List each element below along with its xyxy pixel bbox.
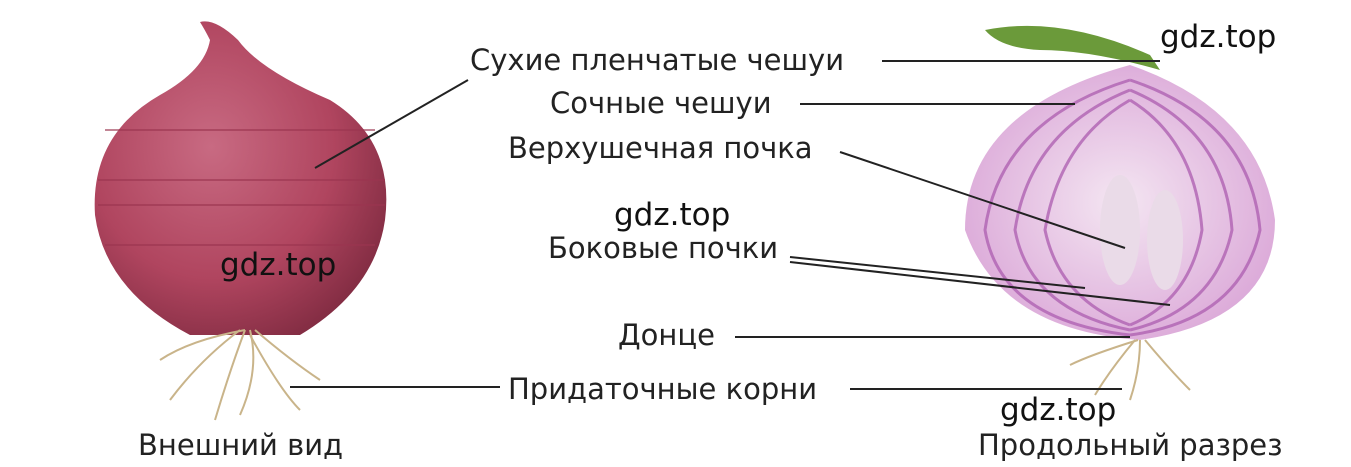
watermark: gdz.top — [1000, 392, 1117, 428]
onion-section-illustration — [965, 25, 1275, 401]
label-dry-scales: Сухие пленчатые чешуи — [470, 43, 845, 77]
leader-lines — [290, 60, 1171, 390]
watermark: gdz.top — [1160, 19, 1277, 55]
stem-icon — [985, 25, 1160, 70]
caption-external: Внешний вид — [138, 428, 344, 462]
label-apical-bud: Верхушечная почка — [508, 131, 813, 165]
roots-icon — [159, 329, 321, 421]
onion-external-illustration — [94, 21, 387, 421]
label-bottom: Донце — [618, 318, 715, 352]
label-juicy-scales: Сочные чешуи — [550, 86, 772, 120]
label-adventitious-roots: Придаточные корни — [508, 372, 818, 406]
watermark: gdz.top — [220, 247, 337, 283]
caption-section: Продольный разрез — [978, 428, 1283, 462]
label-lateral-buds: Боковые почки — [548, 231, 779, 265]
watermark: gdz.top — [614, 197, 731, 233]
